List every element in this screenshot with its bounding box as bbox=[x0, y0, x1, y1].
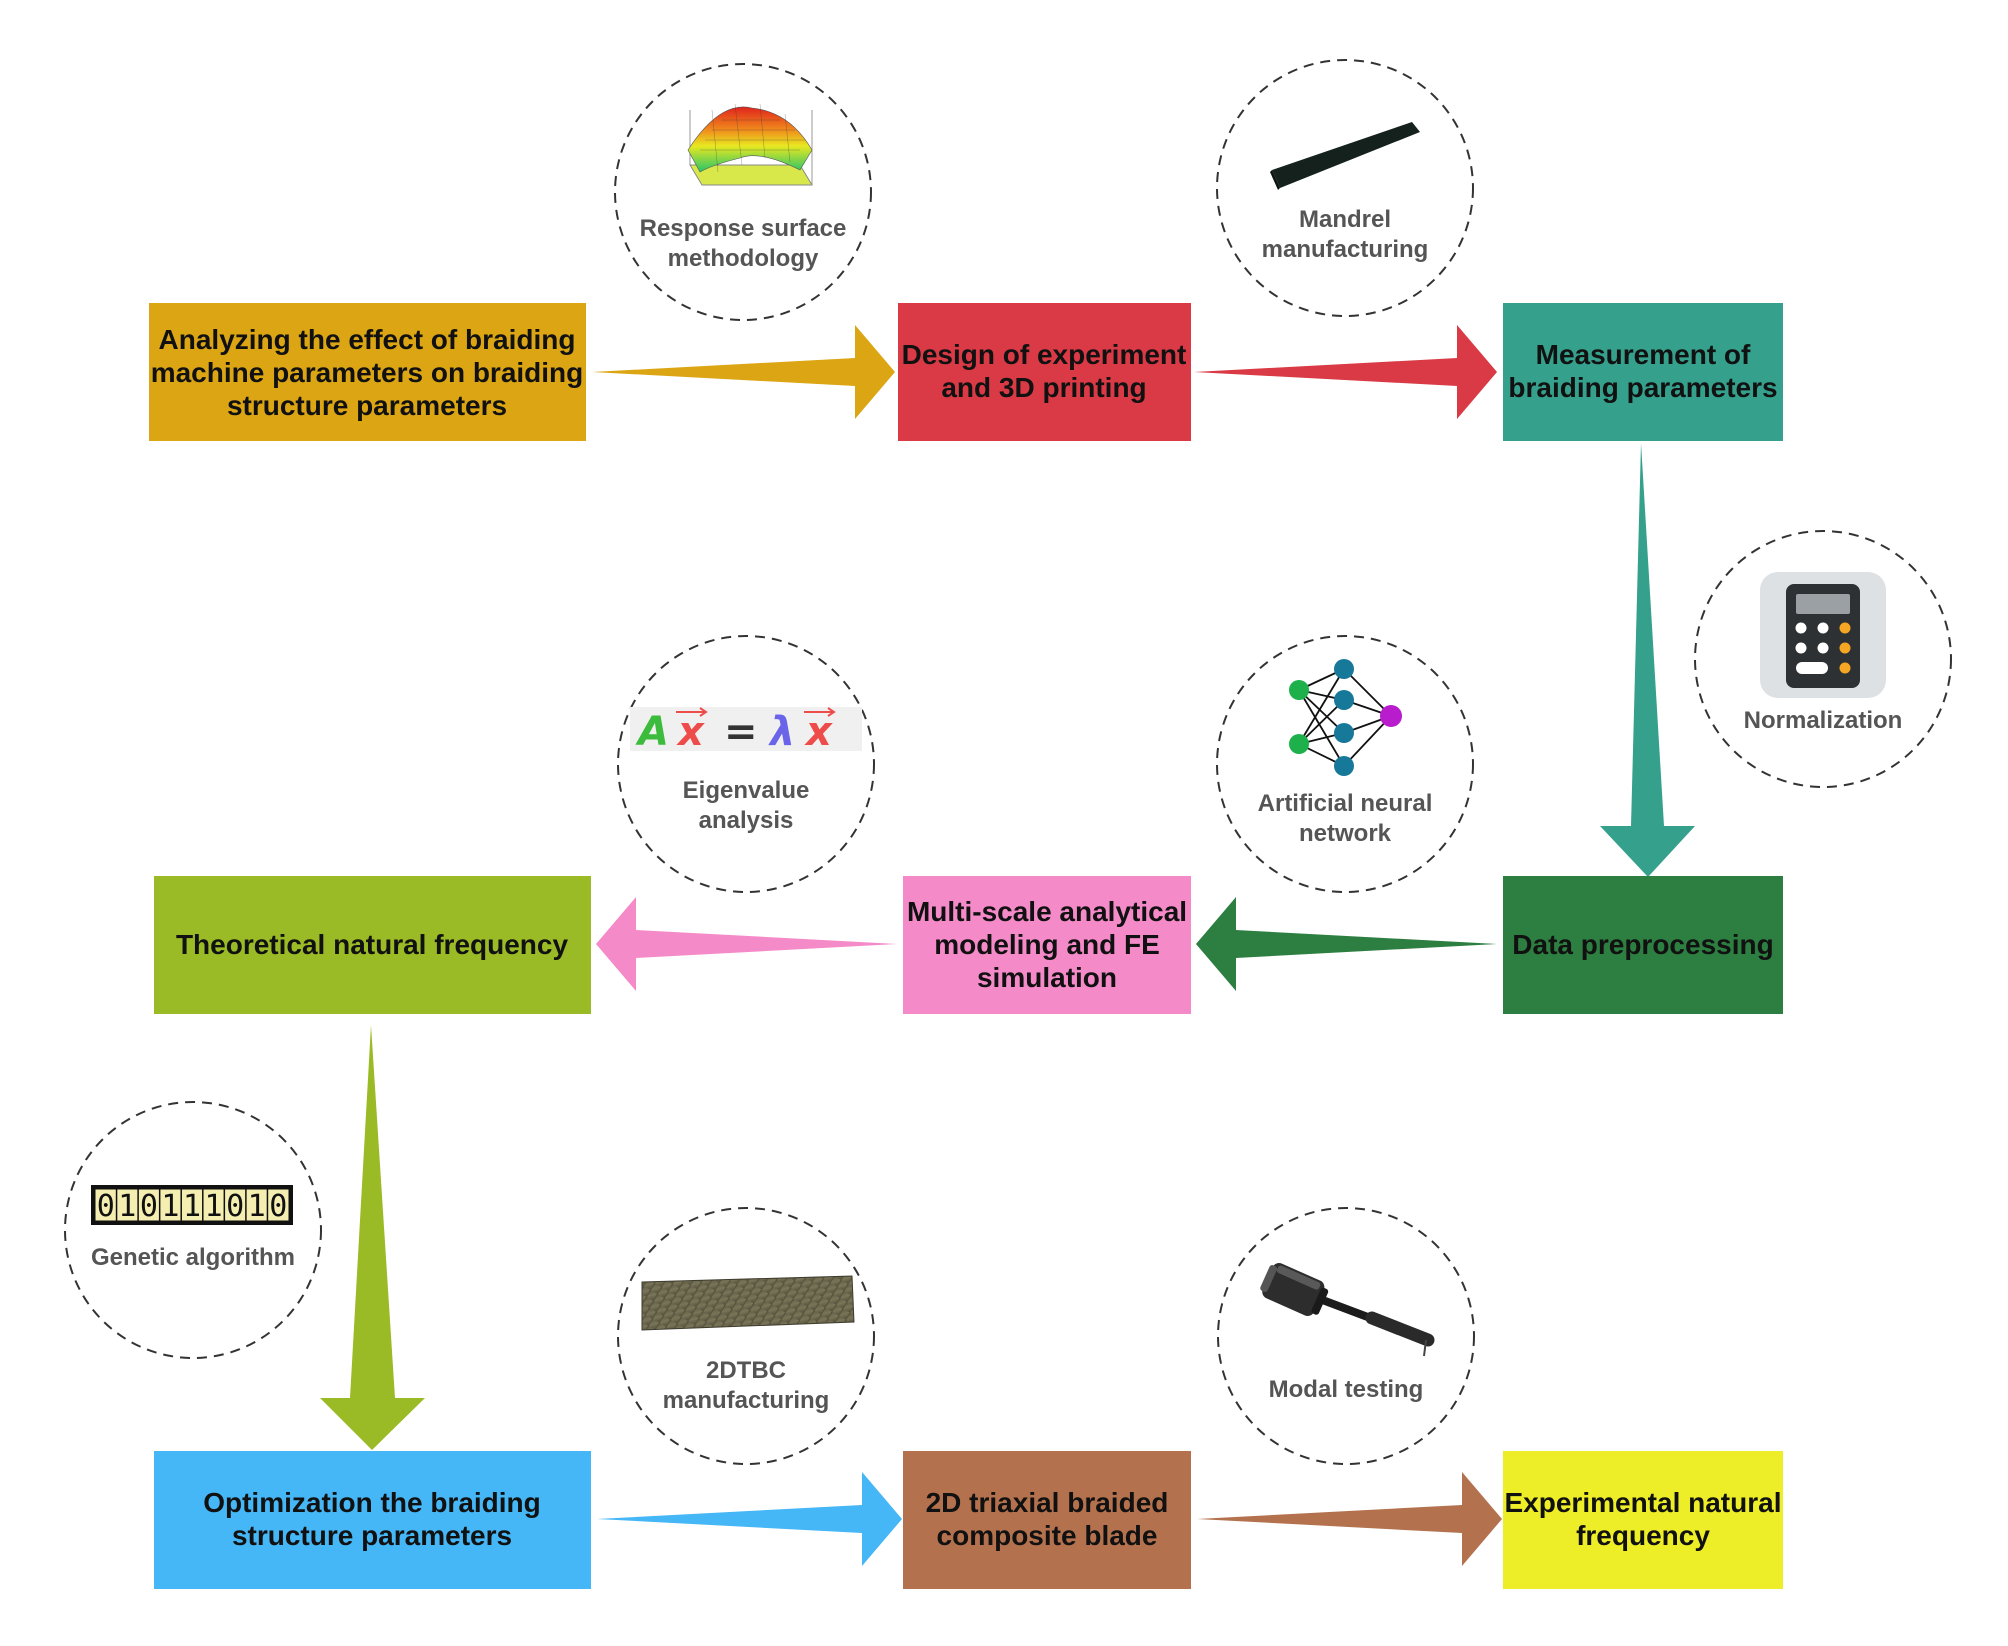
circle-tbc-line-1: 2DTBC bbox=[706, 1357, 786, 1384]
box-analyze-line-2: machine parameters on braiding bbox=[151, 357, 584, 388]
circle-ann-line-1: Artificial neural bbox=[1258, 790, 1433, 817]
box-experiment-line-2: frequency bbox=[1576, 1520, 1710, 1551]
bit-2: 0 bbox=[140, 1189, 158, 1224]
circle-eigen bbox=[617, 635, 875, 893]
box-analyze: Analyzing the effect of braiding machine… bbox=[149, 303, 586, 441]
bit-8: 0 bbox=[269, 1189, 287, 1224]
box-multiscale-line-1: Multi-scale analytical bbox=[907, 896, 1187, 927]
box-measure-line-1: Measurement of bbox=[1536, 339, 1751, 370]
circle-tbc-line-2: manufacturing bbox=[663, 1387, 830, 1414]
method-circles bbox=[64, 59, 1952, 1465]
box-optimization: Optimization the braiding structure para… bbox=[154, 1451, 591, 1589]
box-measure-line-2: braiding parameters bbox=[1508, 372, 1777, 403]
eq-equals: = bbox=[724, 709, 758, 755]
arrow-measure-to-preprocess bbox=[1600, 443, 1695, 877]
circle-mandrel bbox=[1216, 59, 1474, 317]
box-experiment-line-1: Experimental natural bbox=[1505, 1487, 1782, 1518]
bit-0: 0 bbox=[97, 1189, 115, 1224]
arrow-analyze-to-doe bbox=[592, 325, 895, 419]
box-composite-blade: 2D triaxial braided composite blade bbox=[903, 1451, 1191, 1589]
circle-ann-line-2: network bbox=[1299, 820, 1392, 847]
arrow-preprocess-to-multiscale bbox=[1196, 897, 1497, 991]
circle-tbc bbox=[617, 1207, 875, 1465]
process-boxes: Analyzing the effect of braiding machine… bbox=[149, 303, 1783, 1589]
circle-rsm bbox=[614, 63, 872, 321]
braided-strip-icon bbox=[641, 1275, 855, 1331]
box-optimize-line-2: structure parameters bbox=[232, 1520, 512, 1551]
box-multiscale-modeling: Multi-scale analytical modeling and FE s… bbox=[903, 876, 1191, 1014]
arrow-blade-to-experiment bbox=[1197, 1472, 1502, 1566]
box-multiscale-line-3: simulation bbox=[977, 962, 1117, 993]
box-doe-line-2: and 3D printing bbox=[941, 372, 1146, 403]
circle-mandrel-line-1: Mandrel bbox=[1299, 206, 1391, 233]
arrow-doe-to-measure bbox=[1194, 325, 1497, 419]
arrow-theory-to-optimize bbox=[320, 1025, 425, 1450]
box-multiscale-line-2: modeling and FE bbox=[934, 929, 1160, 960]
box-analyze-line-3: structure parameters bbox=[227, 390, 507, 421]
box-preprocess-line-1: Data preprocessing bbox=[1512, 929, 1773, 960]
box-theory-line-1: Theoretical natural frequency bbox=[176, 929, 569, 960]
box-optimize-line-1: Optimization the braiding bbox=[203, 1487, 541, 1518]
eigen-equation-icon: A x = λ x bbox=[630, 707, 862, 755]
circle-mandrel-line-2: manufacturing bbox=[1262, 236, 1429, 263]
circle-normalization-line-1: Normalization bbox=[1744, 707, 1903, 734]
box-doe-line-1: Design of experiment bbox=[902, 339, 1187, 370]
circle-eigen-line-1: Eigenvalue bbox=[683, 777, 810, 804]
bit-5: 1 bbox=[205, 1189, 223, 1224]
bit-7: 1 bbox=[248, 1189, 266, 1224]
box-design-of-experiment: Design of experiment and 3D printing bbox=[898, 303, 1191, 441]
impact-hammer-icon bbox=[1260, 1262, 1435, 1357]
arrows bbox=[320, 325, 1695, 1566]
box-blade-line-2: composite blade bbox=[937, 1520, 1158, 1551]
eq-x-right: x bbox=[804, 709, 833, 755]
box-experimental-frequency: Experimental natural frequency bbox=[1503, 1451, 1783, 1589]
arrow-multiscale-to-theory bbox=[596, 897, 897, 991]
eq-x-left: x bbox=[676, 709, 705, 755]
box-measurement: Measurement of braiding parameters bbox=[1503, 303, 1783, 441]
box-blade-line-1: 2D triaxial braided bbox=[926, 1487, 1169, 1518]
box-theoretical-frequency: Theoretical natural frequency bbox=[154, 876, 591, 1014]
neural-network-icon bbox=[1289, 659, 1402, 776]
circle-normalization bbox=[1694, 530, 1952, 788]
circle-modal bbox=[1217, 1207, 1475, 1465]
eq-lambda: λ bbox=[768, 709, 795, 755]
eq-a: A bbox=[635, 709, 669, 755]
circle-eigen-line-2: analysis bbox=[699, 807, 794, 834]
mandrel-bar-icon bbox=[1270, 122, 1420, 190]
circle-rsm-line-1: Response surface bbox=[640, 215, 847, 242]
bit-1: 1 bbox=[118, 1189, 136, 1224]
circle-ann bbox=[1216, 635, 1474, 893]
circle-rsm-line-2: methodology bbox=[668, 245, 819, 272]
circle-genetic bbox=[64, 1101, 322, 1359]
circle-genetic-line-1: Genetic algorithm bbox=[91, 1244, 295, 1271]
box-data-preprocessing: Data preprocessing bbox=[1503, 876, 1783, 1014]
box-analyze-line-1: Analyzing the effect of braiding bbox=[159, 324, 576, 355]
bit-6: 0 bbox=[226, 1189, 244, 1224]
surface-plot-icon bbox=[687, 103, 813, 186]
calculator-icon bbox=[1760, 572, 1886, 698]
circle-modal-line-1: Modal testing bbox=[1269, 1376, 1424, 1403]
bit-4: 1 bbox=[183, 1189, 201, 1224]
bit-3: 1 bbox=[161, 1189, 179, 1224]
arrow-optimize-to-blade bbox=[597, 1472, 902, 1566]
